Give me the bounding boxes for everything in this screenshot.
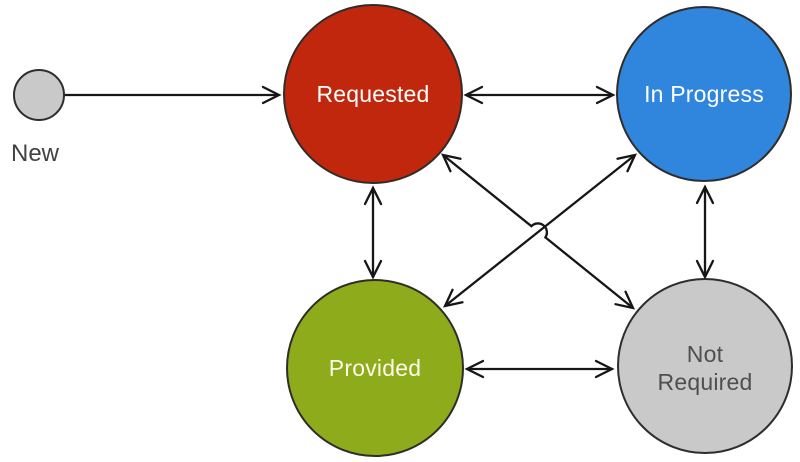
node-in-progress-circle — [616, 6, 792, 182]
node-new-circle — [13, 69, 65, 121]
node-new-label: New — [11, 140, 60, 167]
node-provided-label: Provided — [328, 354, 422, 381]
node-not-required-label: Not Required — [657, 340, 753, 395]
node-requested-label: Requested — [316, 80, 430, 107]
node-not-required-circle — [617, 278, 793, 454]
node-in-progress-label: In Progress — [644, 80, 764, 107]
node-requested-circle — [283, 4, 463, 184]
edge-provided-inprogress — [442, 153, 638, 308]
node-provided-circle — [286, 279, 464, 457]
